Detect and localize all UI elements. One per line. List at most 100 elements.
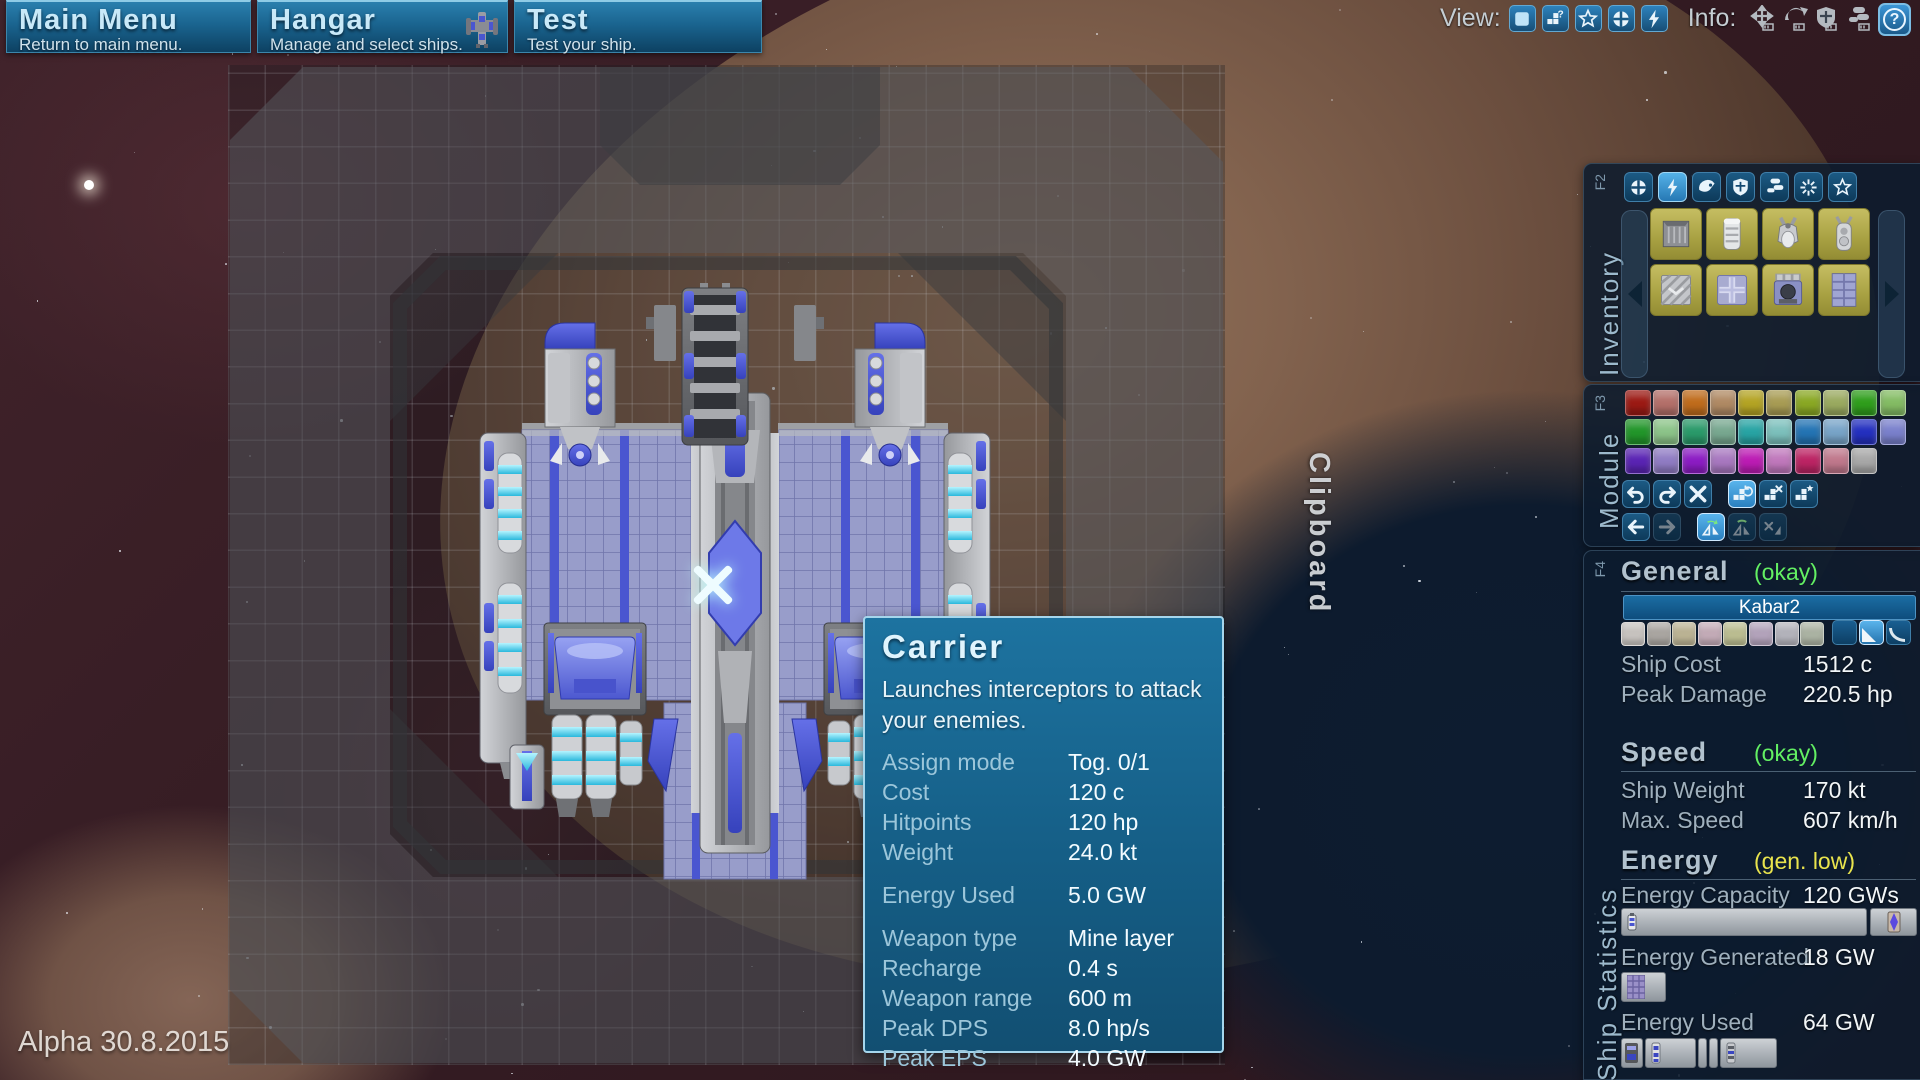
stat-label: Assign mode [882, 749, 1015, 775]
recent-color-swatch[interactable] [1672, 622, 1697, 646]
inventory-item-armor-module[interactable] [1650, 264, 1702, 316]
ship-sprite[interactable] [478, 283, 992, 883]
palette-swatch[interactable] [1681, 419, 1708, 445]
redo-button[interactable] [1653, 480, 1681, 508]
inventory-item-panel-module[interactable] [1706, 264, 1758, 316]
inventory-tab-special-tab-icon[interactable] [1794, 172, 1823, 202]
module-replace-button[interactable] [1728, 480, 1756, 508]
help-button[interactable]: ? [1878, 3, 1911, 36]
inventory-item-cylinder-module[interactable] [1706, 208, 1758, 260]
tooltip-description: Launches interceptors to attack your ene… [882, 674, 1208, 736]
palette-swatch[interactable] [1851, 419, 1878, 445]
view-button-hull-icon[interactable] [1607, 5, 1635, 32]
view-button-module-query-icon[interactable]: ? [1541, 5, 1569, 32]
stat-value: 18 GW [1803, 944, 1875, 970]
palette-swatch[interactable] [1879, 390, 1906, 416]
undo-button[interactable] [1622, 480, 1650, 508]
tab-hangar[interactable]: Hangar Manage and select ships. [257, 0, 508, 54]
stat-label: Energy Capacity [1621, 882, 1790, 908]
mirror-button[interactable] [1697, 513, 1725, 541]
palette-swatch[interactable] [1823, 419, 1850, 445]
palette-swatch[interactable] [1738, 419, 1765, 445]
palette-swatch[interactable] [1794, 390, 1821, 416]
inventory-item-reactor-module[interactable] [1762, 264, 1814, 316]
palette-swatch[interactable] [1879, 419, 1906, 445]
palette-swatch[interactable] [1851, 390, 1878, 416]
palette-swatch[interactable] [1709, 390, 1736, 416]
palette-swatch[interactable] [1823, 390, 1850, 416]
ship-editor[interactable] [228, 65, 1225, 1065]
stat-row: Max. Speed 607 km/h [1621, 807, 1916, 834]
palette-swatch[interactable] [1766, 448, 1793, 474]
palette-swatch[interactable] [1823, 448, 1850, 474]
palette-swatch[interactable] [1709, 419, 1736, 445]
prev-button[interactable] [1622, 513, 1650, 541]
section-title: Energy [1621, 845, 1719, 875]
palette-swatch[interactable] [1738, 448, 1765, 474]
view-button-energy-icon[interactable] [1640, 5, 1668, 32]
paint-flat-button[interactable] [1832, 620, 1857, 645]
inventory-tab-weapon-tab-icon[interactable] [1760, 172, 1789, 202]
inventory-tab-energy-tab-icon[interactable] [1658, 172, 1687, 202]
recent-color-swatch[interactable] [1723, 622, 1748, 646]
module-buttons-row2 [1622, 513, 1787, 541]
inventory-scroll-right[interactable] [1878, 210, 1905, 378]
paint-shaded-button[interactable] [1859, 620, 1884, 645]
inventory-scroll-left[interactable] [1621, 210, 1648, 378]
palette-swatch[interactable] [1625, 419, 1651, 445]
module-favorite-button[interactable] [1790, 480, 1818, 508]
recent-color-swatch[interactable] [1774, 622, 1799, 646]
palette-swatch[interactable] [1851, 448, 1878, 474]
palette-swatch[interactable] [1681, 390, 1708, 416]
palette-swatch[interactable] [1766, 419, 1793, 445]
stat-value: 5.0 GW [1068, 882, 1146, 908]
view-button-solid-layer-icon[interactable] [1508, 5, 1536, 32]
inventory-tab-shield-tab-icon[interactable] [1726, 172, 1755, 202]
palette-swatch[interactable] [1681, 448, 1708, 474]
inventory-tab-engine-tab-icon[interactable] [1692, 172, 1721, 202]
next-button [1653, 513, 1681, 541]
tab-title: Hangar [270, 4, 376, 36]
inventory-item-container-module[interactable] [1650, 208, 1702, 260]
module-delete-button[interactable] [1759, 480, 1787, 508]
palette-swatch[interactable] [1766, 390, 1793, 416]
delete-button[interactable] [1684, 480, 1712, 508]
status-badge: (okay) [1754, 740, 1818, 766]
palette-swatch[interactable] [1653, 419, 1680, 445]
inventory-item-solar-panel-module[interactable] [1818, 264, 1870, 316]
recent-color-swatch[interactable] [1621, 622, 1645, 646]
tab-main-menu[interactable]: Main Menu Return to main menu. [6, 0, 251, 54]
palette-swatch[interactable] [1794, 419, 1821, 445]
recent-color-swatch[interactable] [1697, 622, 1722, 646]
palette-swatch[interactable] [1738, 390, 1765, 416]
inventory-tab-favorites-tab-icon[interactable] [1828, 172, 1857, 202]
view-button-favorites-icon[interactable] [1574, 5, 1602, 32]
palette-swatch[interactable] [1794, 448, 1821, 474]
shade-icon [1862, 628, 1876, 642]
palette-swatch[interactable] [1625, 448, 1651, 474]
inventory-item-thruster-module[interactable] [1762, 208, 1814, 260]
palette-swatch[interactable] [1653, 390, 1680, 416]
status-badge: (gen. low) [1754, 848, 1855, 874]
palette-swatch[interactable] [1709, 448, 1736, 474]
thrust-info-icon [1749, 5, 1776, 32]
recent-color-swatch[interactable] [1646, 622, 1671, 646]
stat-label: Cost [882, 779, 930, 805]
inventory-tab-hull-tab-icon[interactable] [1624, 172, 1653, 202]
inventory-item-pod-module[interactable] [1818, 208, 1870, 260]
tab-subtitle: Test your ship. [527, 35, 637, 54]
svg-text:?: ? [1558, 9, 1564, 20]
stat-value: 120 GWs [1803, 882, 1899, 908]
recent-color-swatch[interactable] [1748, 622, 1773, 646]
tab-test[interactable]: Test Test your ship. [514, 0, 762, 54]
stat-label: Weapon type [882, 925, 1018, 951]
palette-swatch[interactable] [1625, 390, 1651, 416]
view-info-bar: View: ? Info: [1440, 4, 1904, 33]
paint-curve-button[interactable] [1886, 620, 1911, 645]
ship-name-field[interactable]: Kabar2 [1623, 595, 1916, 620]
recent-color-swatch[interactable] [1800, 622, 1825, 646]
energy-header: Energy (gen. low) [1621, 845, 1855, 876]
palette-swatch[interactable] [1653, 448, 1680, 474]
